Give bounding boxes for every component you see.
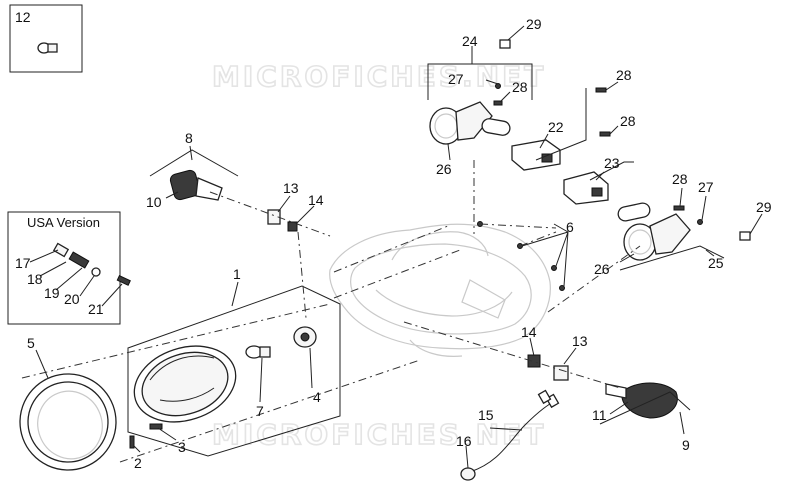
callout-23: 23 (604, 155, 620, 171)
callout-8: 8 (185, 130, 193, 146)
screw-27-left (495, 83, 501, 89)
handlebar-cover-outline (329, 223, 551, 357)
callout-14-upper: 14 (308, 192, 324, 208)
callout-29-right: 29 (756, 199, 772, 215)
headlight-unit (133, 345, 237, 423)
turn-signal-right-frame (599, 391, 691, 425)
bulb-29-left (499, 39, 511, 49)
callout-14-lower: 14 (521, 324, 537, 340)
callout-15: 15 (478, 407, 494, 423)
usa-version-title: USA Version (27, 215, 100, 230)
wiring-harness (460, 389, 560, 481)
callout-24: 24 (462, 33, 478, 49)
headlight-rim (19, 373, 117, 471)
callout-19: 19 (44, 285, 60, 301)
usa-version-box (7, 211, 121, 325)
rear-left-signal-frame (427, 63, 533, 100)
callout-13-lower: 13 (572, 333, 588, 349)
callout-22: 22 (548, 119, 564, 135)
callout-1: 1 (233, 266, 241, 282)
turn-signal-right (605, 382, 678, 419)
callout-11: 11 (592, 407, 607, 423)
plate-22 (511, 139, 561, 171)
callout-12: 12 (15, 9, 31, 25)
screw-28-right (673, 205, 685, 211)
callout-29-left: 29 (526, 16, 542, 32)
plate-22-frame (535, 88, 587, 161)
spacer-13-lower (553, 365, 569, 381)
callout-4: 4 (313, 389, 321, 405)
callout-17: 17 (15, 255, 31, 271)
callout-27-left: 27 (448, 71, 464, 87)
callout-20: 20 (64, 291, 80, 307)
callout-5: 5 (27, 335, 35, 351)
callout-18: 18 (27, 271, 43, 287)
callout-27-right: 27 (698, 179, 714, 195)
callout-21: 21 (88, 301, 104, 317)
bulb-box-frame (9, 4, 83, 73)
callout-3: 3 (178, 439, 186, 455)
rear-left-signal (429, 101, 511, 145)
plate-23 (563, 171, 609, 205)
callout-7: 7 (256, 403, 264, 419)
screw-28-a (595, 87, 607, 93)
turn-signal-left-frame (149, 149, 239, 177)
screws-6 (477, 221, 565, 291)
bulb-icon (37, 42, 58, 54)
callout-25: 25 (708, 255, 724, 271)
headlight-group-frame (127, 285, 341, 457)
callout-9: 9 (682, 437, 690, 453)
callout-26-left: 26 (436, 161, 452, 177)
screw-28-b (599, 131, 611, 137)
callout-26-right: 26 (594, 261, 610, 277)
turn-signal-left (169, 169, 223, 201)
callout-6: 6 (566, 219, 574, 235)
assembly-lines (21, 160, 641, 463)
leader-lines (29, 25, 763, 469)
callout-28-right: 28 (672, 171, 688, 187)
callout-28-b: 28 (620, 113, 636, 129)
callout-28-a: 28 (616, 67, 632, 83)
watermark-bottom: MICROFICHES.NET (212, 418, 546, 451)
headlight-bulb (245, 345, 271, 359)
callout-10: 10 (146, 194, 162, 210)
bulb-29-right (739, 231, 751, 241)
rear-right-signal (617, 202, 691, 261)
nut-14-lower (527, 354, 541, 368)
spacer-13-upper (267, 209, 281, 225)
callout-28-left: 28 (512, 79, 528, 95)
screw-28-left (493, 100, 503, 106)
bulb-holder (293, 326, 317, 348)
usa-version-parts (52, 242, 131, 286)
screw-3 (149, 423, 163, 430)
screw-27-right (697, 219, 703, 225)
callout-2: 2 (134, 455, 142, 471)
callout-13-upper: 13 (283, 180, 299, 196)
rear-right-signal-frame (619, 245, 725, 271)
nut-14-upper (287, 221, 298, 232)
watermark-top: MICROFICHES.NET (212, 60, 546, 93)
callout-16: 16 (456, 433, 472, 449)
screw-2 (129, 435, 135, 449)
